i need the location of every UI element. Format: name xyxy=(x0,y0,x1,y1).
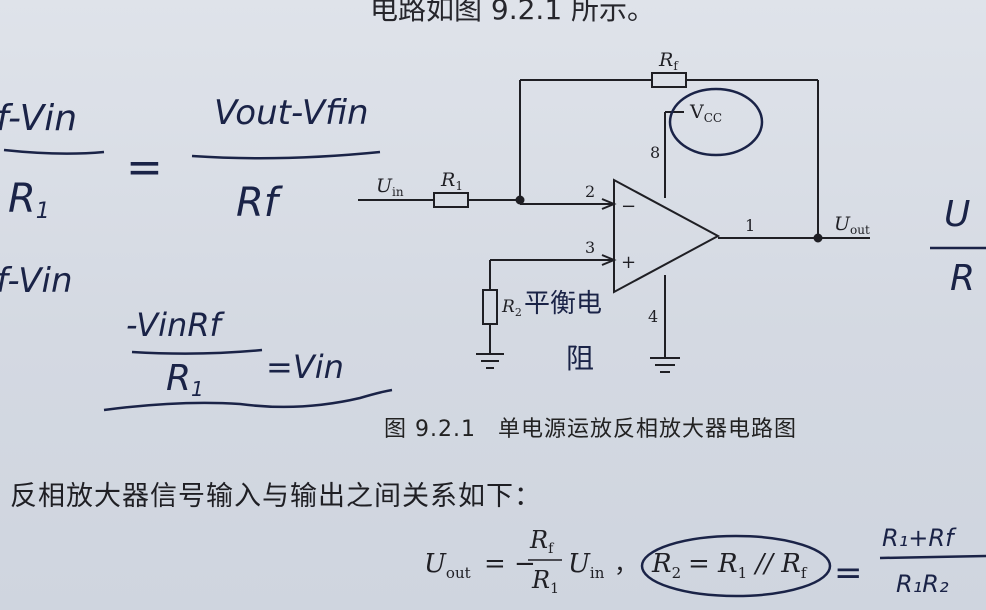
uout-label: Uout xyxy=(834,213,870,237)
formula-r2-rhs: = R1 // Rf xyxy=(688,549,808,582)
r2-note-line1: 平衡电 xyxy=(524,289,602,319)
eq1-denominator-right: Rf xyxy=(236,180,284,226)
right-frac-numerator: U xyxy=(944,194,970,235)
eq3-numerator: -VinRf xyxy=(126,306,226,344)
right-frac-denominator: R xyxy=(950,258,975,299)
pin-4-label: 4 xyxy=(648,307,658,326)
output-node xyxy=(813,233,823,243)
eq1-equals: = xyxy=(126,142,163,193)
rf-resistor xyxy=(651,72,687,88)
eq3-denominator: R1 xyxy=(166,358,204,401)
pin-3-label: 3 xyxy=(585,238,595,257)
r1-label: R1 xyxy=(440,169,463,193)
op-amp-triangle xyxy=(613,178,721,294)
pin-1-label: 1 xyxy=(745,216,755,235)
formula-r2: R2 xyxy=(651,549,681,582)
plus-sign: + xyxy=(621,252,636,273)
eq1-numerator-right: Vout-Vfin xyxy=(214,93,369,133)
uin-label: Uin xyxy=(376,175,404,199)
caption-title: 单电源运放反相放大器电路图 xyxy=(497,417,797,442)
bottom-right-numerator: R₁+Rf xyxy=(882,524,957,552)
plus-arrow xyxy=(601,254,617,266)
figure-caption: 图 9.2.1 单电源运放反相放大器电路图 xyxy=(384,411,797,443)
bottom-right-denominator: R₁R₂ xyxy=(896,570,949,598)
circuit-labels: Uin R1 Rf R2 VCC Uout 1 2 3 4 8 − + xyxy=(376,49,870,326)
eq3-fraction-bar xyxy=(131,348,263,355)
r1-resistor xyxy=(433,192,469,208)
vcc-label: VCC xyxy=(689,101,722,125)
formula-term: Uin xyxy=(568,549,605,582)
circuit-diagram xyxy=(358,72,870,373)
minus-sign: − xyxy=(621,196,636,217)
r2-label: R2 xyxy=(501,297,522,319)
eq2-fragment: f-Vin xyxy=(0,261,73,301)
r2-note-line2: 阻 xyxy=(566,342,594,375)
r2-resistor xyxy=(482,289,498,325)
vcc-hand-circle xyxy=(668,87,764,157)
eq1-left-fraction-bar xyxy=(3,148,105,155)
eq3-rhs: =Vin xyxy=(266,348,344,386)
formula-numerator: Rf xyxy=(529,526,555,557)
bottom-equals: = xyxy=(834,553,863,593)
eq1-right-fraction-bar xyxy=(191,150,381,160)
bottom-right-bar xyxy=(879,554,986,560)
formula: Uout = − Rf R1 Uin ， R2 = R1 // Rf xyxy=(424,526,808,597)
eq1-denominator-left: R1 xyxy=(8,176,50,224)
handwritten-notes: f-Vin R1 = Vout-Vfin Rf f-Vin -VinRf R1 … xyxy=(0,93,986,598)
caption-number: 图 9.2.1 xyxy=(384,417,476,442)
formula-lhs: Uout xyxy=(424,549,471,582)
formula-eq: = − xyxy=(484,549,536,579)
pin-8-label: 8 xyxy=(650,143,660,162)
formula-denominator: R1 xyxy=(531,566,559,597)
relation-text: 反相放大器信号输入与输出之间关系如下： xyxy=(10,481,542,512)
pin-2-label: 2 xyxy=(585,182,595,201)
rf-label: Rf xyxy=(658,49,679,73)
r2-formula-hand-circle xyxy=(640,534,832,598)
eq1-numerator-left: f-Vin xyxy=(0,98,77,139)
formula-comma: ， xyxy=(614,550,638,578)
top-text-fragment: 电路如图 9.2.1 所示。 xyxy=(370,0,656,26)
eq3-underline-squiggle xyxy=(103,388,393,412)
